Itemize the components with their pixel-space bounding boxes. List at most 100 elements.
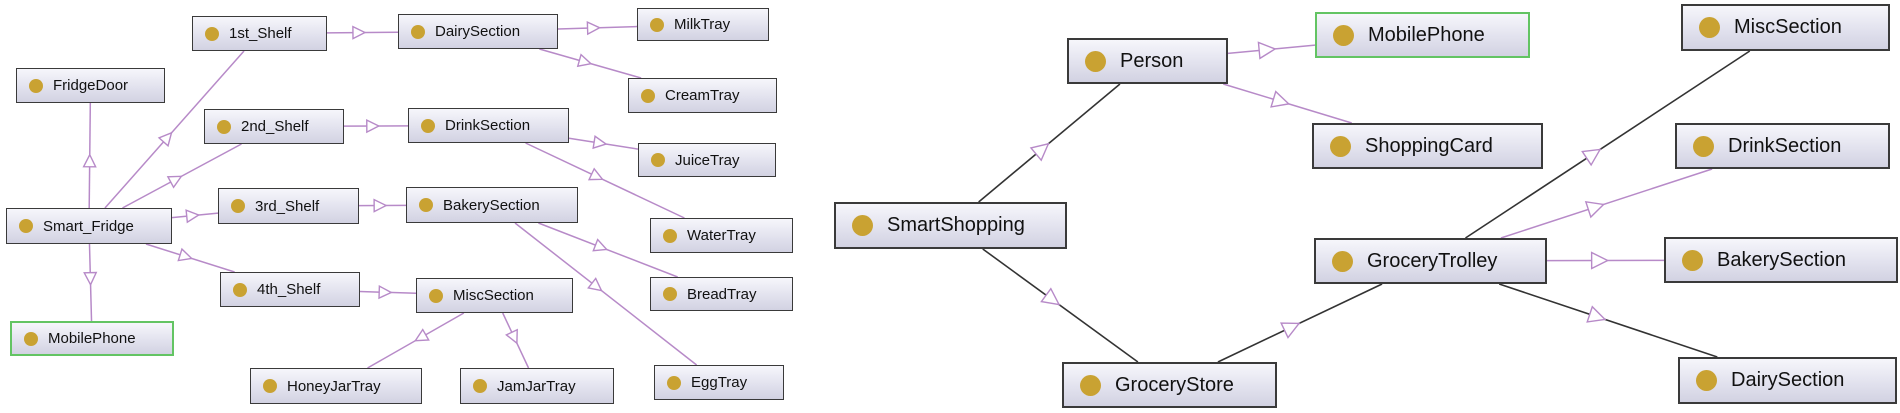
node-drink-section[interactable]: DrinkSection	[1675, 123, 1890, 169]
node-4th-shelf[interactable]: 4th_Shelf	[220, 272, 360, 307]
class-dot-icon	[663, 228, 677, 243]
node-dairy-section[interactable]: DairySection	[1678, 357, 1897, 404]
node-mobile-phone[interactable]: MobilePhone	[10, 321, 174, 356]
node-honey-jar-tray[interactable]: HoneyJarTray	[250, 368, 422, 404]
class-dot-icon	[1332, 250, 1353, 272]
node-label: SmartShopping	[887, 214, 1025, 236]
node-fridge-door[interactable]: FridgeDoor	[16, 68, 165, 103]
smart-shopping-ontology-graph: Person MobilePhone MiscSection ShoppingC…	[820, 0, 1900, 413]
class-dot-icon	[651, 153, 665, 167]
node-label: JamJarTray	[497, 377, 576, 395]
node-bakery-section[interactable]: BakerySection	[1664, 237, 1898, 283]
node-label: EggTray	[691, 374, 748, 391]
node-juice-tray[interactable]: JuiceTray	[638, 143, 776, 177]
arrowhead-icon	[587, 277, 603, 292]
arrowhead-icon	[1029, 142, 1050, 162]
arrowhead-icon	[1586, 305, 1607, 323]
class-dot-icon	[667, 375, 681, 390]
node-misc-section[interactable]: MiscSection	[1681, 4, 1890, 51]
class-dot-icon	[421, 118, 435, 133]
smart-fridge-ontology-graph: 1st_Shelf DairySection MilkTray FridgeDo…	[0, 0, 810, 413]
node-label: DairySection	[435, 23, 521, 40]
class-dot-icon	[19, 219, 33, 233]
class-dot-icon	[1696, 370, 1717, 391]
node-label: MiscSection	[453, 287, 534, 304]
node-misc-section[interactable]: MiscSection	[416, 278, 573, 313]
node-2nd-shelf[interactable]: 2nd_Shelf	[204, 109, 344, 144]
class-dot-icon	[1330, 135, 1351, 157]
class-dot-icon	[1699, 17, 1720, 38]
class-dot-icon	[29, 78, 43, 93]
class-dot-icon	[24, 331, 38, 346]
node-label: BakerySection	[443, 196, 540, 214]
node-label: 3rd_Shelf	[255, 197, 320, 215]
node-bread-tray[interactable]: BreadTray	[650, 277, 793, 311]
class-dot-icon	[263, 379, 277, 393]
class-dot-icon	[1333, 24, 1354, 46]
node-3rd-shelf[interactable]: 3rd_Shelf	[218, 188, 359, 224]
arrowhead-icon	[378, 284, 393, 300]
smart-fridge-edges	[82, 20, 698, 369]
node-jam-jar-tray[interactable]: JamJarTray	[460, 368, 614, 404]
node-label: DairySection	[1731, 369, 1845, 391]
arrowhead-icon	[366, 118, 381, 134]
node-person[interactable]: Person	[1067, 38, 1228, 84]
class-dot-icon	[1080, 374, 1101, 396]
node-smart-shopping[interactable]: SmartShopping	[834, 202, 1067, 249]
node-label: JuiceTray	[675, 151, 740, 169]
node-cream-tray[interactable]: CreamTray	[628, 78, 777, 113]
node-label: 1st_Shelf	[229, 25, 292, 42]
arrowhead-icon	[373, 198, 388, 213]
node-mobile-phone[interactable]: MobilePhone	[1315, 12, 1530, 58]
node-label: 2nd_Shelf	[241, 118, 309, 135]
node-label: FridgeDoor	[53, 77, 129, 94]
node-egg-tray[interactable]: EggTray	[654, 365, 784, 400]
arrowhead-icon	[185, 209, 201, 224]
class-dot-icon	[1085, 50, 1106, 72]
node-shopping-card[interactable]: ShoppingCard	[1312, 123, 1543, 169]
node-grocery-store[interactable]: GroceryStore	[1062, 362, 1277, 408]
arrowhead-icon	[1584, 200, 1606, 219]
node-smart-fridge[interactable]: Smart_Fridge	[6, 208, 172, 244]
node-label: MobilePhone	[1368, 23, 1485, 46]
edge-bakery-to-egg	[514, 222, 698, 366]
class-dot-icon	[1693, 135, 1714, 157]
node-water-tray[interactable]: WaterTray	[650, 218, 793, 253]
node-1st-shelf[interactable]: 1st_Shelf	[192, 16, 327, 51]
node-bakery-section[interactable]: BakerySection	[406, 187, 578, 223]
class-dot-icon	[641, 88, 655, 103]
class-dot-icon	[663, 287, 677, 301]
node-grocery-trolley[interactable]: GroceryTrolley	[1314, 238, 1547, 284]
node-label: Person	[1120, 49, 1184, 72]
class-dot-icon	[411, 24, 425, 39]
arrowhead-icon	[166, 175, 183, 189]
edge-trolley-to-dairy	[1498, 283, 1718, 358]
node-label: MilkTray	[674, 16, 731, 33]
edge-fridge-to-1st_shelf	[104, 50, 245, 209]
class-dot-icon	[233, 282, 247, 297]
arrowhead-icon	[413, 328, 430, 342]
node-label: GroceryTrolley	[1367, 249, 1498, 272]
smart-shopping-edges	[978, 41, 1751, 363]
class-dot-icon	[1682, 249, 1703, 271]
arrowhead-icon	[82, 153, 97, 168]
node-label: WaterTray	[687, 227, 756, 244]
arrowhead-icon	[157, 131, 173, 148]
edge-smart-to-store	[982, 248, 1139, 363]
node-drink-section[interactable]: DrinkSection	[408, 108, 569, 143]
arrowhead-icon	[1280, 322, 1301, 339]
arrowhead-icon	[586, 20, 602, 36]
edge-drink-to-water	[525, 142, 685, 219]
node-label: BakerySection	[1717, 248, 1846, 271]
node-label: Smart_Fridge	[43, 217, 134, 235]
node-label: ShoppingCard	[1365, 134, 1493, 157]
edge-trolley-to-misc	[1465, 50, 1751, 239]
node-dairy-section[interactable]: DairySection	[398, 14, 558, 49]
class-dot-icon	[217, 119, 231, 134]
arrowhead-icon	[1581, 148, 1602, 167]
node-milk-tray[interactable]: MilkTray	[637, 8, 769, 41]
node-label: MiscSection	[1734, 16, 1842, 38]
arrowhead-icon	[1040, 287, 1061, 306]
class-dot-icon	[205, 26, 219, 41]
class-dot-icon	[419, 198, 433, 212]
